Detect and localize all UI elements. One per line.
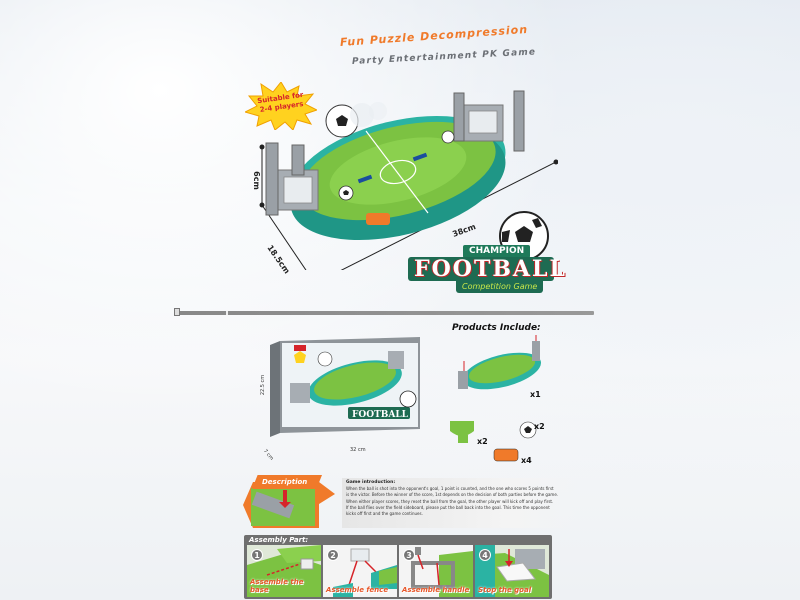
step-label: Assemble the base xyxy=(250,578,304,594)
divider-cap xyxy=(174,308,180,316)
intro-line: When the ball is shot into the opponent'… xyxy=(346,486,554,491)
assembly-step-2: 2 Assemble fence xyxy=(323,545,397,597)
box-width-dimension: 32 cm xyxy=(350,447,366,453)
intro-line: is the victor. Before the winner of the … xyxy=(346,492,559,498)
step-label: Stop the goal xyxy=(478,586,532,594)
box-depth-dimension: 7 cm xyxy=(261,448,275,462)
step-number: 4 xyxy=(479,549,491,561)
starburst-icon xyxy=(243,81,319,131)
assembly-section: Assembly Part: 1 Assemble the base xyxy=(244,535,552,599)
assembly-step-3: 3 Assemble handle xyxy=(399,545,473,597)
description-badge: Description xyxy=(252,475,322,489)
step-label: Assemble fence xyxy=(326,586,389,594)
game-introduction: Game introduction: When the ball is shot… xyxy=(342,478,578,528)
products-include-title: Products Include: xyxy=(452,323,541,333)
step-label: Assemble handle xyxy=(402,586,470,594)
section-divider xyxy=(174,311,594,315)
logo-subtitle: Competition Game xyxy=(456,281,544,293)
height-dimension: 6cm xyxy=(251,171,261,190)
champion-football-logo: CHAMPION FOOTBALL Competition Game xyxy=(408,245,565,305)
players-badge: Suitable for 2-4 players xyxy=(243,81,319,131)
products-include-illustration xyxy=(450,333,560,468)
box-height-dimension: 22.5 cm xyxy=(260,374,267,396)
logo-football: FOOTBALL xyxy=(408,257,565,281)
step-number: 3 xyxy=(403,549,415,561)
qty-goal-piece: x2 xyxy=(477,437,488,446)
assembly-step-1: 1 Assemble the base xyxy=(247,545,321,597)
headline: Fun Puzzle Decompression xyxy=(339,22,529,49)
subheadline: Party Entertainment PK Game xyxy=(351,47,537,67)
description-image xyxy=(243,480,335,530)
logo-champion: CHAMPION xyxy=(463,245,531,258)
product-box-image: FOOTBALL xyxy=(270,333,420,438)
qty-sticker: x4 xyxy=(521,456,532,465)
svg-text:FOOTBALL: FOOTBALL xyxy=(352,410,409,420)
step-number: 2 xyxy=(327,549,339,561)
step-number: 1 xyxy=(251,549,263,561)
assembly-title: Assembly Part: xyxy=(249,536,309,544)
football-table-illustration xyxy=(258,85,559,286)
qty-football: x2 xyxy=(534,422,545,431)
intro-title: Game introduction: xyxy=(346,480,396,485)
intro-line: When either player scores, they reset th… xyxy=(346,498,554,504)
intro-line: kicks off first and the game continues. xyxy=(346,511,423,517)
divider-gap xyxy=(226,311,228,315)
intro-line: If the ball flies over the field sideboa… xyxy=(346,504,550,510)
qty-field-set: x1 xyxy=(530,390,541,399)
assembly-step-4: 4 Stop the goal xyxy=(475,545,549,597)
